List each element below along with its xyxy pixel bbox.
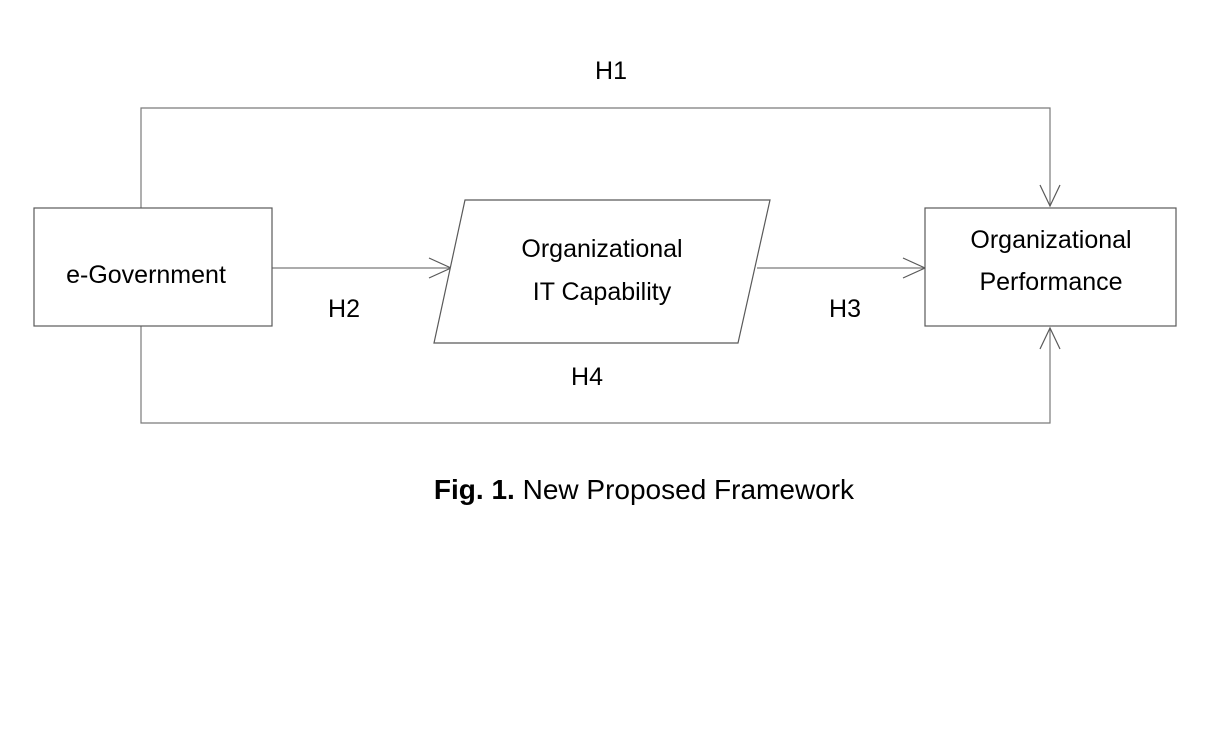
edge-h4-arrowhead xyxy=(1039,326,1061,350)
node-egovernment-label: e-Government xyxy=(66,261,226,289)
node-it-capability-label-line2: IT Capability xyxy=(533,278,672,306)
edge-h2-label: H2 xyxy=(328,295,360,323)
edge-h4 xyxy=(140,326,1051,424)
figure-caption-text: New Proposed Framework xyxy=(522,474,855,505)
edge-h3-label: H3 xyxy=(829,295,861,323)
figure-caption-number: Fig. 1. xyxy=(433,474,515,505)
edge-h1-label: H1 xyxy=(595,57,627,85)
figure-caption: Fig. 1. New Proposed Framework xyxy=(0,474,1206,506)
edge-h1 xyxy=(140,107,1051,208)
node-performance-box xyxy=(924,207,1177,327)
edge-h1-arrowhead xyxy=(1039,184,1061,208)
node-performance-label-line2: Performance xyxy=(979,268,1122,296)
node-performance-label-line1: Organizational xyxy=(970,226,1131,254)
node-it-capability-box xyxy=(433,199,771,344)
node-it-capability-label-line1: Organizational xyxy=(521,235,682,263)
edge-h4-label: H4 xyxy=(571,363,603,391)
node-egovernment-box xyxy=(33,207,273,327)
